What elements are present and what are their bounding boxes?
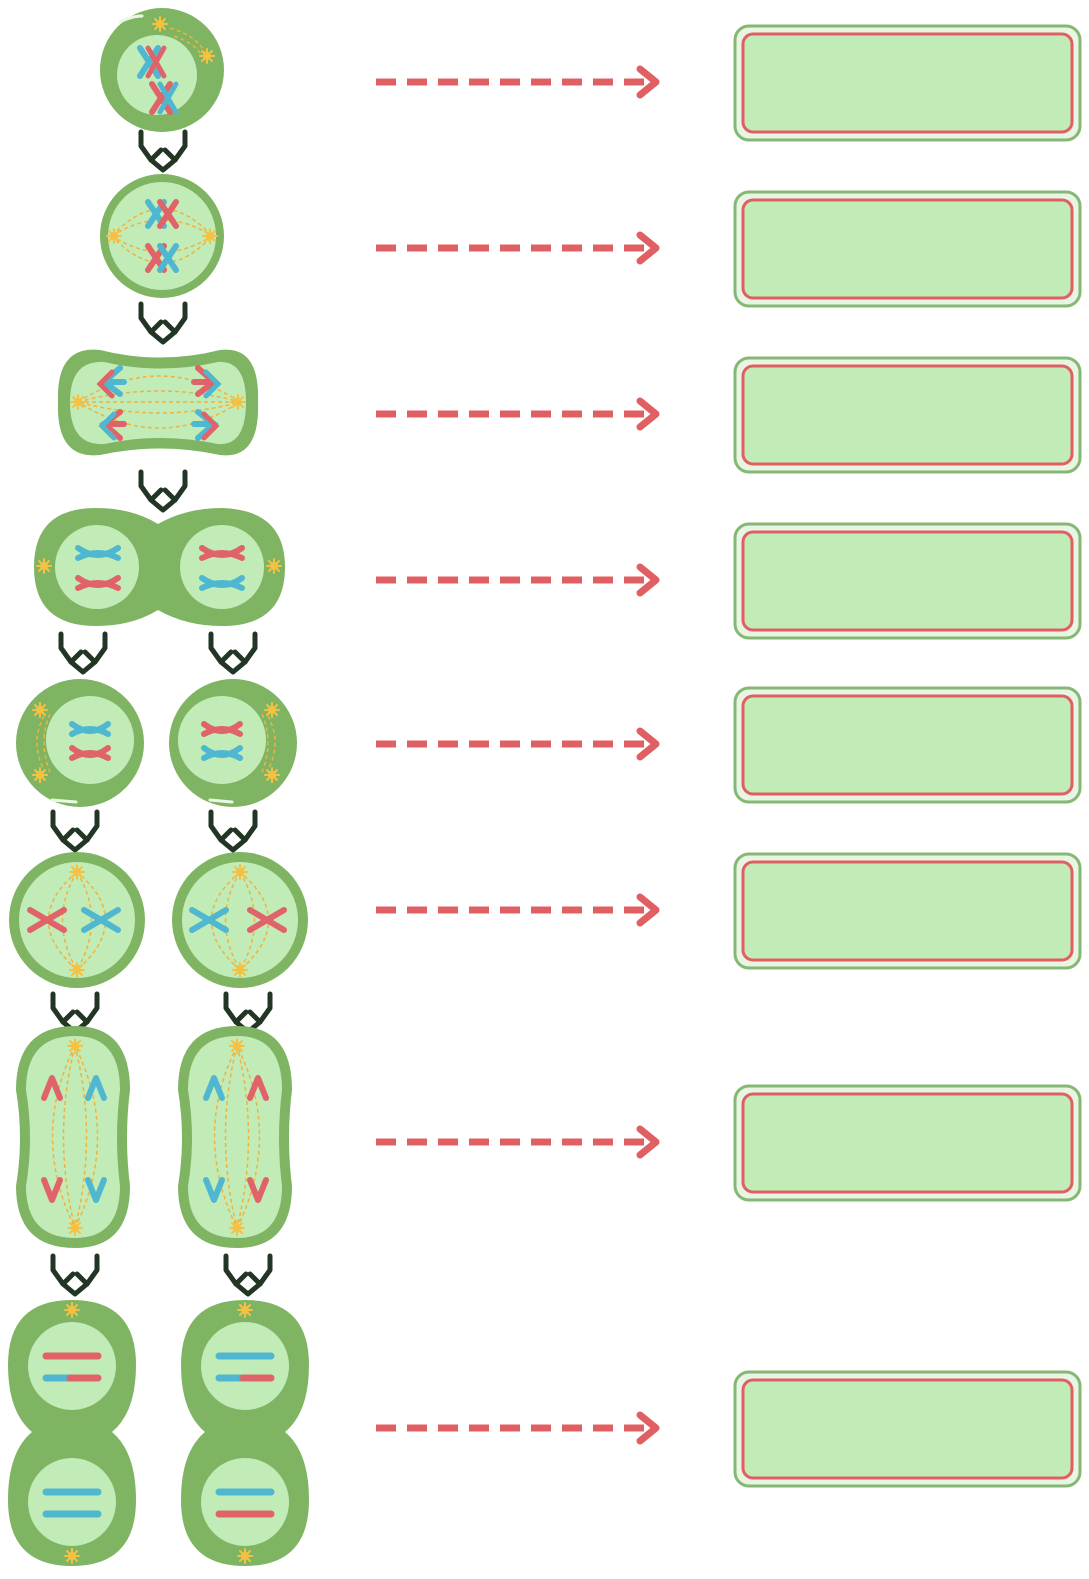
- centrosome-icon: [266, 558, 282, 574]
- centrosome-icon: [199, 48, 215, 64]
- cell-prophase-1: [100, 8, 224, 132]
- cell-telophase-2: [8, 1300, 309, 1566]
- centrosome-icon: [36, 558, 52, 574]
- dashed-arrow-icon: [376, 727, 660, 761]
- answer-box-metaphase-2[interactable]: [733, 852, 1082, 970]
- dashed-arrow-icon: [376, 231, 660, 265]
- dashed-arrow-icon: [376, 893, 660, 927]
- dashed-arrow-icon: [376, 563, 660, 597]
- answer-box-metaphase-1[interactable]: [733, 190, 1082, 308]
- flow-arrow-icon: [141, 304, 185, 342]
- flow-arrow-icon: [141, 132, 185, 170]
- centrosome-icon: [202, 228, 218, 244]
- centrosome-icon: [32, 702, 48, 718]
- centrosome-icon: [232, 864, 248, 880]
- centrosome-icon: [237, 1302, 253, 1318]
- cell-telophase-1: [34, 508, 285, 626]
- flow-arrow-icon: [226, 1256, 270, 1294]
- centrosome-icon: [69, 864, 85, 880]
- centrosome-icon: [229, 1220, 245, 1236]
- label-rows: [376, 24, 1082, 1488]
- dashed-arrow-icon: [376, 1125, 660, 1159]
- centrosome-icon: [67, 1220, 83, 1236]
- dashed-arrow-icon: [376, 65, 660, 99]
- centrosome-icon: [106, 228, 122, 244]
- centrosome-icon: [264, 767, 280, 783]
- flow-arrow-icon: [61, 634, 105, 672]
- centrosome-icon: [232, 962, 248, 978]
- centrosome-icon: [64, 1302, 80, 1318]
- centrosome-icon: [69, 962, 85, 978]
- centrosome-icon: [229, 1038, 245, 1054]
- answer-box-telophase-2[interactable]: [733, 1370, 1082, 1488]
- flow-arrow-icon: [53, 812, 97, 850]
- flow-arrow-icon: [211, 634, 255, 672]
- answer-box-telophase-1[interactable]: [733, 522, 1082, 640]
- centrosome-icon: [152, 16, 168, 32]
- answer-box-prophase-1[interactable]: [733, 24, 1082, 142]
- centrosome-icon: [230, 394, 246, 410]
- dashed-arrow-icon: [376, 397, 660, 431]
- centrosome-icon: [264, 702, 280, 718]
- centrosome-icon: [67, 1038, 83, 1054]
- flow-arrow-icon: [53, 1256, 97, 1294]
- cell-anaphase-1: [57, 349, 259, 456]
- answer-box-anaphase-2[interactable]: [733, 1084, 1082, 1202]
- cell-prophase-2: [16, 679, 297, 807]
- centrosome-icon: [70, 394, 86, 410]
- dashed-arrow-icon: [376, 1411, 660, 1445]
- centrosome-icon: [32, 767, 48, 783]
- answer-box-anaphase-1[interactable]: [733, 356, 1082, 474]
- centrosome-icon: [64, 1548, 80, 1564]
- answer-box-prophase-2[interactable]: [733, 686, 1082, 804]
- flow-arrow-icon: [141, 472, 185, 510]
- centrosome-icon: [237, 1548, 253, 1564]
- cell-anaphase-2: [16, 1026, 292, 1248]
- flow-arrow-icon: [211, 812, 255, 850]
- cell-metaphase-1: [100, 174, 224, 298]
- cell-metaphase-2: [9, 852, 308, 988]
